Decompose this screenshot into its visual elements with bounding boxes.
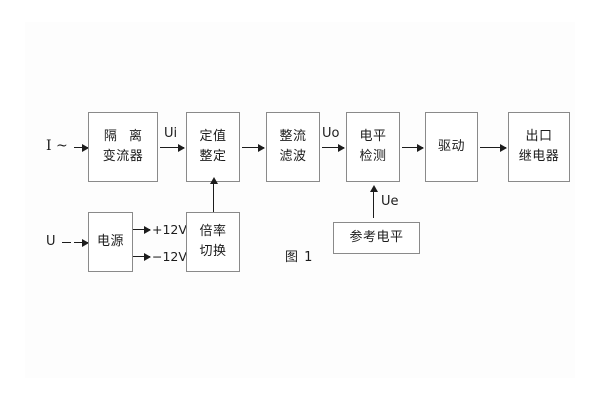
block-setting-value-line1: 定值 <box>199 128 227 144</box>
block-rectify-filter-line1: 整流 <box>279 128 307 144</box>
ue-signal-label: Ue <box>381 194 399 209</box>
arrow-rectify-to-level-detect <box>322 143 345 152</box>
voltage-input-dash <box>62 242 71 243</box>
block-multiplier-switch-line2: 切换 <box>199 244 227 259</box>
arrow-multiplier-to-setting <box>209 177 218 212</box>
block-rectify-filter-line2: 滤波 <box>279 149 307 164</box>
block-output-relay[interactable]: 出口 继电器 <box>508 112 570 182</box>
block-multiplier-switch-line1: 倍率 <box>199 223 227 239</box>
block-reference-level[interactable]: 参考电平 <box>333 222 420 254</box>
rail-positive-label: +12V <box>152 222 187 237</box>
arrow-isolation-ct-to-setting <box>160 143 185 152</box>
block-multiplier-switch[interactable]: 倍率 切换 <box>186 212 240 272</box>
current-input-label: I ~ <box>46 138 68 154</box>
arrow-voltage-to-power-supply <box>74 238 89 247</box>
uo-signal-label: Uo <box>322 126 340 141</box>
arrow-drive-to-output-relay <box>480 143 507 152</box>
block-level-detect[interactable]: 电平 检测 <box>346 112 400 182</box>
block-isolation-ct[interactable]: 隔 离 变流器 <box>88 112 158 182</box>
arrow-level-detect-to-drive <box>402 143 424 152</box>
arrow-rail-positive <box>133 225 151 234</box>
arrow-current-to-isolation-ct <box>74 143 89 152</box>
block-reference-level-line1: 参考电平 <box>349 229 404 245</box>
arrow-setting-to-rectify <box>242 143 265 152</box>
block-rectify-filter[interactable]: 整流 滤波 <box>266 112 320 182</box>
block-power-supply-line1: 电源 <box>96 233 124 249</box>
arrow-reference-to-level-detect <box>369 185 378 218</box>
figure-panel <box>25 22 575 378</box>
block-setting-value-line2: 整定 <box>199 149 227 164</box>
block-drive[interactable]: 驱动 <box>425 112 478 182</box>
block-level-detect-line2: 检测 <box>359 149 387 164</box>
voltage-input-label: U <box>46 234 56 249</box>
block-drive-line1: 驱动 <box>437 138 465 154</box>
block-output-relay-line1: 出口 <box>525 128 553 144</box>
block-output-relay-line2: 继电器 <box>518 149 560 164</box>
block-level-detect-line1: 电平 <box>359 128 387 144</box>
figure-caption: 图 1 <box>285 250 314 265</box>
block-isolation-ct-line2: 变流器 <box>102 149 144 164</box>
block-power-supply[interactable]: 电源 <box>88 212 133 272</box>
block-setting-value[interactable]: 定值 整定 <box>186 112 240 182</box>
block-isolation-ct-line1-text: 隔 离 <box>103 128 147 144</box>
arrow-rail-negative <box>133 252 151 261</box>
rail-negative-label: −12V <box>152 249 187 264</box>
ui-signal-label: Ui <box>164 126 178 141</box>
